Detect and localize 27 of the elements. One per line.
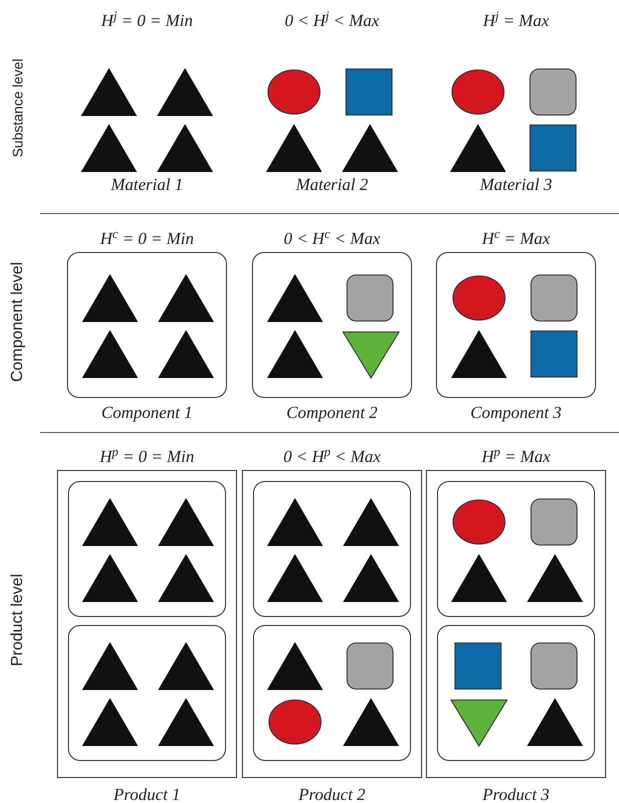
product-name: Product 3 [482,786,550,803]
component-box [253,625,411,761]
component-box [68,481,226,617]
formula-text: H$^{c}$ = 0 = Min [99,230,195,247]
row-label: Product level [8,574,27,666]
row-label: Component level [8,262,27,382]
formula-text: Material 3 [478,176,554,193]
formula-text: H$^{p}$ = Max [480,448,552,465]
formula-text: H$^{c}$ = Max [480,230,552,247]
formula-text: H$^{p}$ = 0 = Min [98,448,196,465]
product-name: Product 1 [114,786,180,803]
component-name: Component 1 [101,404,193,421]
formula-text: 0 < H$^{j}$ < Max [284,12,380,29]
component-name: Component 3 [470,404,562,421]
component-box [437,481,595,617]
formula-text: 0 < H$^{c}$ < Max [282,230,382,247]
formula-text: Material 1 [110,176,184,193]
formula-text: H$^{j}$ = Max [482,12,550,29]
row-label: Substance level [8,58,26,158]
formula-text: 0 < H$^{p}$ < Max [282,448,382,465]
component-box [253,481,411,617]
formula-text: H$^{j}$ = 0 = Min [100,12,194,29]
formula-text: Material 2 [294,176,370,193]
component-box [68,625,226,761]
product-name: Product 2 [298,786,366,803]
component-box [437,625,595,761]
component-name: Component 2 [286,404,378,421]
